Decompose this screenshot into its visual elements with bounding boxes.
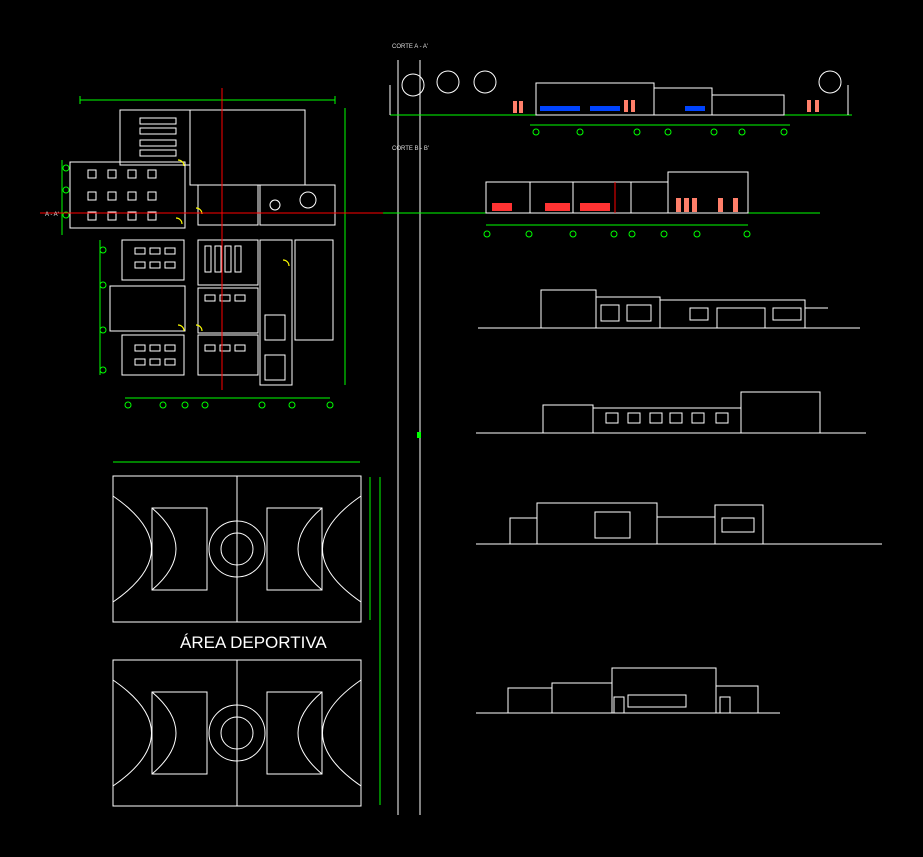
section-b [383,171,820,238]
elevation-2 [476,391,866,434]
floor-plan [40,88,385,409]
sports-courts [112,461,381,807]
section-a-label: CORTE A - A' [392,44,429,50]
section-b-label: CORTE B - B' [392,146,430,152]
elevation-4 [476,667,780,714]
plan-axis-label: A - A' [45,212,59,218]
elevation-3 [476,502,882,545]
elevation-1 [478,289,860,329]
divider-lines [397,60,421,815]
section-a [389,70,852,136]
sports-area-title: ÁREA DEPORTIVA [180,633,327,652]
